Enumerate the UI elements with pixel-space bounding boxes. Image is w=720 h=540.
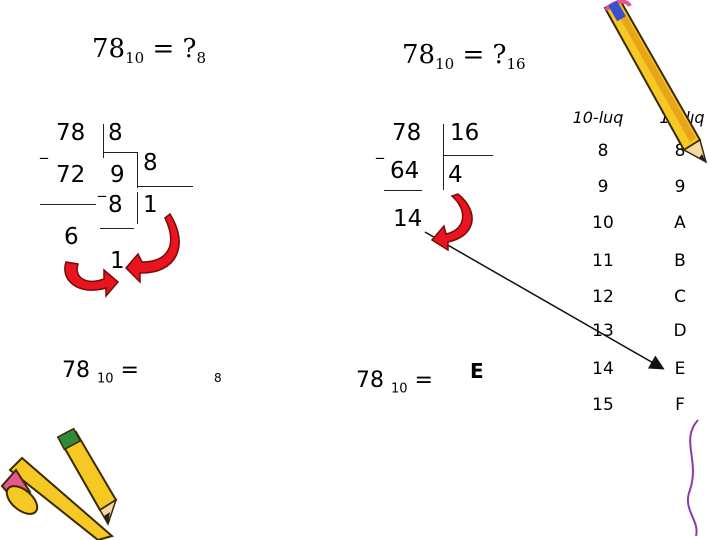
- curved-arrow-icon: [126, 214, 179, 282]
- curved-arrow-icon: [65, 262, 118, 296]
- pencil-icon: [605, 0, 706, 162]
- connector-arrow: [425, 232, 662, 368]
- curved-arrow-icon: [432, 194, 472, 250]
- squiggle-line: [688, 420, 698, 536]
